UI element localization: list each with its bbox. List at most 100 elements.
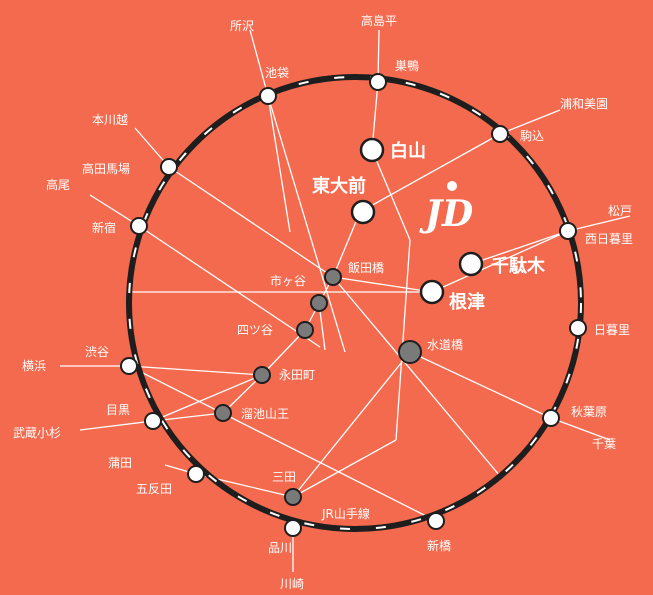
label-iidabashi: 飯田橋	[348, 260, 384, 275]
label-hakusan: 白山	[390, 140, 426, 162]
line-shibuya-shimbashi	[128, 365, 437, 522]
label-nagatacho: 永田町	[279, 368, 315, 382]
line-todaimae-komagome	[359, 133, 501, 213]
station-shibuya[interactable]	[120, 357, 138, 375]
station-nippori[interactable]	[569, 319, 587, 337]
station-sugamo[interactable]	[369, 73, 387, 91]
line-iidabashi-todaimae	[332, 211, 361, 278]
line-ikebukuro-marunouchi	[267, 95, 291, 233]
line-shinjuku-shinjukuline	[138, 225, 321, 348]
label-musashikosugi: 武蔵小杉	[13, 426, 61, 440]
label-ichigaya: 市ヶ谷	[270, 273, 306, 288]
station-todaimae[interactable]	[350, 199, 376, 225]
station-hakusan[interactable]	[359, 137, 385, 163]
station-shinjuku[interactable]	[130, 217, 148, 235]
label-shibuya: 渋谷	[85, 345, 109, 359]
line-komagome-urawamisono	[499, 109, 561, 135]
yamanote-ring	[126, 74, 584, 532]
line-akihabara-chiba	[550, 417, 611, 441]
station-yotsuya[interactable]	[296, 321, 314, 339]
label-takao: 高尾	[46, 177, 70, 192]
logo-dot	[447, 181, 457, 191]
station-ichigaya[interactable]	[310, 294, 328, 312]
label-matsudo: 松戸	[608, 204, 632, 218]
station-meguro[interactable]	[144, 412, 162, 430]
logo-text: JD	[419, 193, 473, 235]
station-iidabashi[interactable]	[324, 268, 342, 286]
line-nezu-nishinippori	[431, 230, 569, 293]
line-ikebukuro-yurakucho	[267, 95, 346, 353]
line-shibuya-nagatacho	[128, 365, 263, 376]
label-tameikesanno: 溜池山王	[241, 406, 289, 421]
destination-labels: 所沢 高島平 浦和美園 松戸 千葉 川崎 蒲田 武蔵小杉 横浜 高尾 本川越	[13, 13, 632, 591]
line-suidobashi-akihabara	[409, 351, 552, 419]
station-tameikesanno[interactable]	[214, 404, 232, 422]
station-suidobashi[interactable]	[398, 340, 422, 364]
line-nagatacho-tameike	[222, 374, 263, 414]
label-meguro: 目黒	[106, 403, 130, 417]
line-meguro-nagatacho	[152, 374, 263, 422]
station-shimbashi[interactable]	[427, 512, 445, 530]
label-sendagi: 千駄木	[491, 255, 546, 277]
line-iidabashi-nezu	[332, 276, 433, 293]
label-chiba: 千葉	[592, 437, 616, 451]
label-kawasaki: 川崎	[280, 577, 304, 591]
line-suidobashi-mita	[292, 351, 411, 498]
yamanote-labels: 池袋 巣鴨 駒込 西日暮里 日暮里 秋葉原 新橋 品川 五反田 目黒 渋谷 新宿…	[82, 59, 633, 555]
campus-station-markers	[350, 137, 484, 305]
ring-dashes	[128, 76, 582, 530]
label-nezu: 根津	[449, 291, 485, 313]
campus-logo-icon: JD	[419, 181, 473, 235]
label-mita: 三田	[272, 470, 296, 484]
label-sugamo: 巣鴨	[395, 59, 419, 73]
label-suidobashi: 水道橋	[427, 338, 463, 352]
station-sendagi[interactable]	[458, 251, 484, 277]
station-shinagawa[interactable]	[284, 519, 302, 537]
label-ikebukuro: 池袋	[265, 66, 289, 80]
line-iidabashi-shimbashi	[332, 276, 501, 477]
line-mita-south	[395, 239, 411, 441]
label-takashimadaira: 高島平	[361, 13, 397, 28]
label-komagome: 駒込	[520, 129, 544, 143]
label-yotsuya: 四ツ谷	[237, 323, 273, 337]
station-akihabara[interactable]	[542, 409, 560, 427]
label-takadanobaba: 高田馬場	[82, 161, 130, 176]
label-akihabara: 秋葉原	[571, 405, 607, 419]
label-urawamisono: 浦和美園	[560, 97, 608, 111]
label-honkawagoe: 本川越	[92, 113, 128, 127]
label-shinagawa: 品川	[268, 541, 292, 555]
station-nishinippori[interactable]	[559, 222, 577, 240]
label-shimbashi: 新橋	[427, 538, 451, 553]
label-shinjuku: 新宿	[92, 220, 116, 235]
station-gotanda[interactable]	[187, 465, 205, 483]
label-tokorozawa: 所沢	[230, 19, 254, 33]
station-takadanobaba[interactable]	[160, 158, 178, 176]
label-todaimae: 東大前	[312, 175, 366, 197]
station-ikebukuro[interactable]	[259, 87, 277, 105]
label-kamata: 蒲田	[108, 456, 132, 470]
inner-station-labels: 飯田橋 市ヶ谷 四ツ谷 永田町 溜池山王 三田 水道橋	[237, 260, 463, 484]
subway-station-markers	[214, 268, 422, 506]
label-nippori: 日暮里	[594, 323, 630, 337]
yamanote-station-markers	[120, 73, 587, 537]
line-mita-to-mita-station	[292, 439, 397, 498]
campus-labels: 白山 東大前 千駄木 根津	[312, 140, 546, 313]
label-yokohama: 横浜	[22, 359, 46, 373]
station-komagome[interactable]	[491, 125, 509, 143]
station-nagatacho[interactable]	[253, 366, 271, 384]
line-shinjuku-takao	[89, 194, 140, 227]
station-mita[interactable]	[284, 488, 302, 506]
line-hakusan-mita	[371, 149, 411, 241]
line-takadanobaba-tozai	[168, 166, 334, 278]
label-nishinippori: 西日暮里	[585, 232, 633, 246]
line-meguro-musashikosugi	[79, 420, 154, 431]
label-gotanda: 五反田	[136, 482, 172, 496]
line-yotsuya-nagatacho	[261, 329, 306, 376]
label-yamanote-line: JR山手線	[321, 506, 370, 521]
line-ikebukuro-tokorozawa	[249, 29, 269, 97]
station-nezu[interactable]	[419, 279, 445, 305]
line-nishinippori-matsudo	[567, 215, 631, 232]
line-sendagi-nishinippori	[470, 230, 569, 265]
